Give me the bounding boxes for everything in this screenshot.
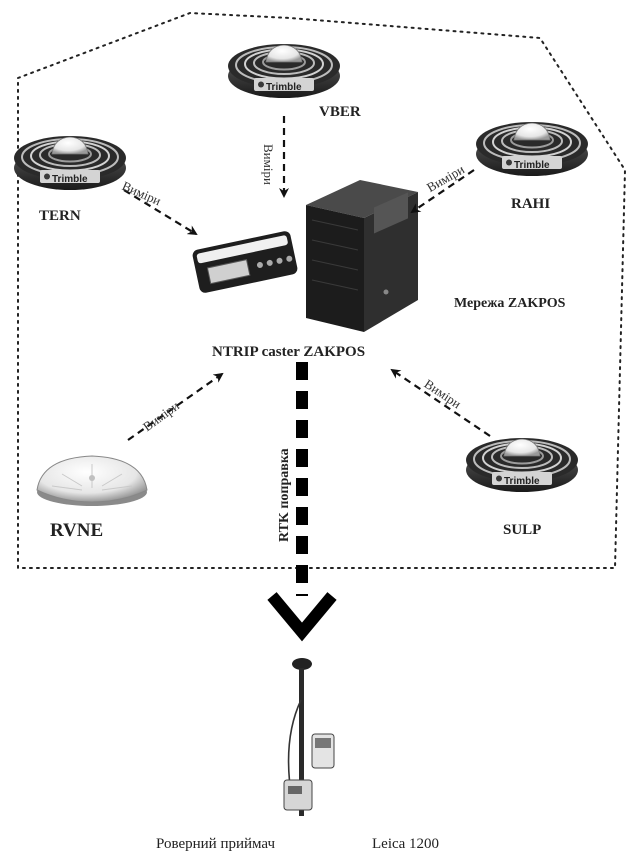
rtk-arrow-head xyxy=(267,592,337,642)
gnss-receiver-icon xyxy=(192,231,298,293)
arrow-rahi xyxy=(410,169,475,214)
arrow-sulp xyxy=(390,368,491,437)
arrow-tern xyxy=(123,189,198,236)
measurement-label-vber: Виміри xyxy=(261,144,276,185)
station-label-sulp: SULP xyxy=(503,522,542,538)
caster-label: NTRIP caster ZAKPOS xyxy=(212,344,366,360)
brand-label-vber: Trimble xyxy=(266,82,302,93)
rtk-label: RTK поправка xyxy=(277,448,292,542)
brand-label-tern: Trimble xyxy=(52,174,88,185)
rover-icon xyxy=(283,658,335,816)
rover-caption: Роверний приймач xyxy=(156,836,276,852)
antenna-rvne-icon xyxy=(36,455,148,506)
network-label: Мережа ZAKPOS xyxy=(454,296,566,311)
server-icon xyxy=(306,180,418,332)
station-label-tern: TERN xyxy=(39,208,81,224)
station-label-vber: VBER xyxy=(319,104,361,120)
brand-label-sulp: Trimble xyxy=(504,476,540,487)
station-label-rvne: RVNE xyxy=(50,520,104,541)
brand-label-rahi: Trimble xyxy=(514,160,550,171)
station-label-rahi: RAHI xyxy=(511,196,551,212)
rover-model-caption: Leica 1200 xyxy=(372,836,440,852)
